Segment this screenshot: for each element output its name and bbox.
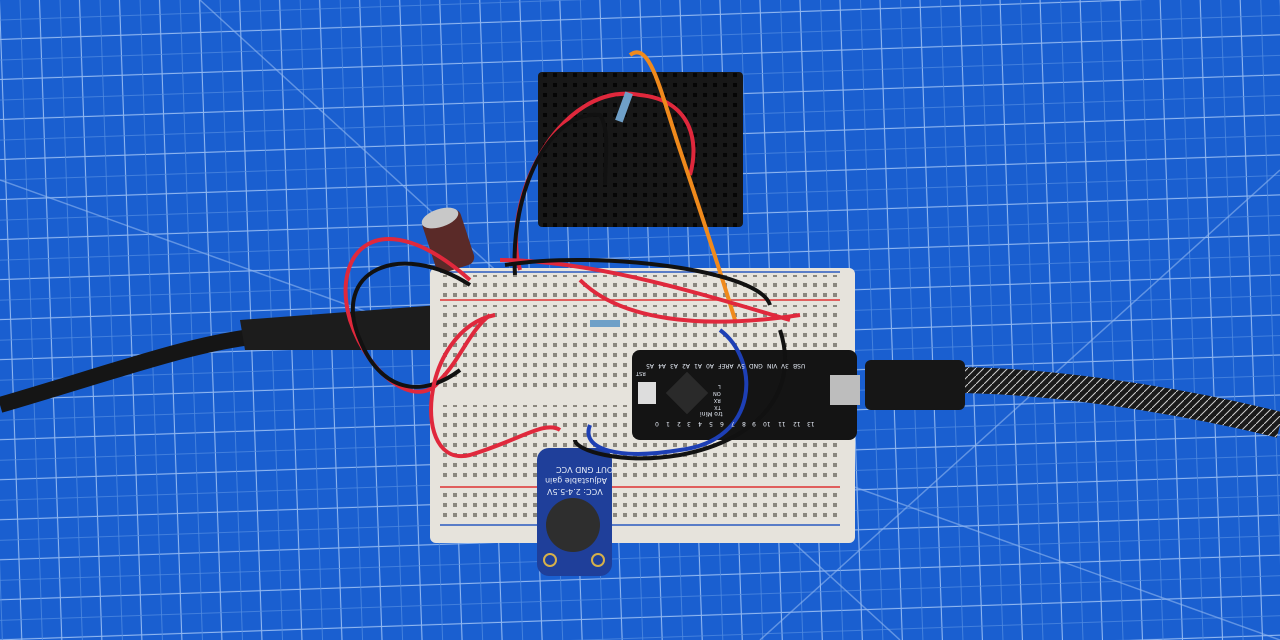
led-label: TX — [714, 404, 721, 410]
power-cable — [0, 327, 271, 413]
mic-pins-label: OUT GND VCC — [556, 465, 613, 474]
pin-label: 12 — [792, 420, 801, 427]
mic-gain-label: Adjustable gain — [545, 476, 607, 485]
pin-label: GND — [748, 362, 763, 369]
led-label: ON — [713, 390, 721, 396]
wire-red — [429, 313, 562, 459]
pin-label: A4 — [657, 362, 666, 369]
pin-label: USB — [793, 362, 806, 369]
pin-label: VIN — [766, 362, 778, 369]
led-label: L — [717, 383, 721, 389]
pin-label: 3V — [781, 362, 790, 369]
wire-red — [578, 278, 801, 324]
pin-label: A1 — [693, 362, 702, 369]
pin-label: 8 — [741, 420, 746, 427]
resistor — [615, 91, 633, 123]
pin-label: A0 — [705, 362, 714, 369]
rail-line-red — [440, 299, 840, 488]
resistor — [590, 320, 620, 327]
barrel-jack-plug — [240, 305, 445, 350]
pin-label: 2 — [676, 420, 681, 427]
wire-black — [512, 112, 609, 276]
capacitor-top — [421, 207, 459, 229]
pin-label: 3 — [687, 420, 692, 427]
jumper-wires — [343, 50, 801, 461]
reset-button — [638, 382, 656, 404]
pin-label: 13 — [807, 420, 815, 427]
mic-pins-text: OUT GND VCC — [556, 465, 614, 474]
pin-label: A5 — [646, 362, 654, 369]
wire-black — [504, 257, 772, 306]
pin-label: A2 — [681, 362, 690, 369]
usb-plug — [865, 360, 965, 410]
controller-top-pin-labels: A5 A4 A3 A2 A1 A0 AREF 5V GND VIN 3V USB — [646, 362, 805, 369]
led-label: RX — [713, 397, 721, 403]
power-rail-bottom — [440, 490, 840, 520]
pin-label: 5 — [709, 420, 713, 427]
rail-line-blue — [440, 271, 840, 526]
mounting-hole — [591, 553, 605, 567]
reset-label: RST — [636, 370, 646, 376]
usb-cable — [949, 367, 1280, 438]
board-name-label: tro Mini — [700, 410, 723, 417]
reset-text: RST — [636, 370, 646, 376]
pin-label: 9 — [752, 420, 757, 427]
pin-label: 10 — [763, 420, 771, 427]
board-name-text: tro Mini — [700, 410, 723, 417]
mic-voltage-label: VCC: 2.4-5.5V — [547, 487, 603, 496]
usb-port — [830, 375, 860, 405]
pin-label: 6 — [719, 420, 724, 427]
wire-black — [351, 261, 472, 389]
mic-voltage-text: VCC: 2.4-5.5V — [547, 487, 603, 496]
mounting-hole — [543, 553, 557, 567]
pin-label: 11 — [777, 420, 786, 427]
pin-label: 5V — [737, 362, 745, 369]
mic-gain-text: Adjustable gain — [545, 476, 607, 485]
wire-blue — [586, 328, 749, 456]
pin-label: 7 — [730, 420, 735, 427]
pin-label: 1 — [665, 420, 670, 427]
led-labels: L ON RX TX — [713, 382, 721, 410]
microphone-capsule — [546, 498, 600, 552]
pin-label: 4 — [698, 420, 703, 427]
controller-bottom-pin-labels: 0 1 2 3 4 5 6 7 8 9 10 11 12 13 — [655, 420, 815, 427]
power-rail-top — [440, 275, 840, 297]
pin-label: AREF — [717, 362, 734, 369]
pin-label: A3 — [669, 362, 678, 369]
pin-label: 0 — [655, 420, 659, 427]
wire-black — [573, 329, 787, 461]
